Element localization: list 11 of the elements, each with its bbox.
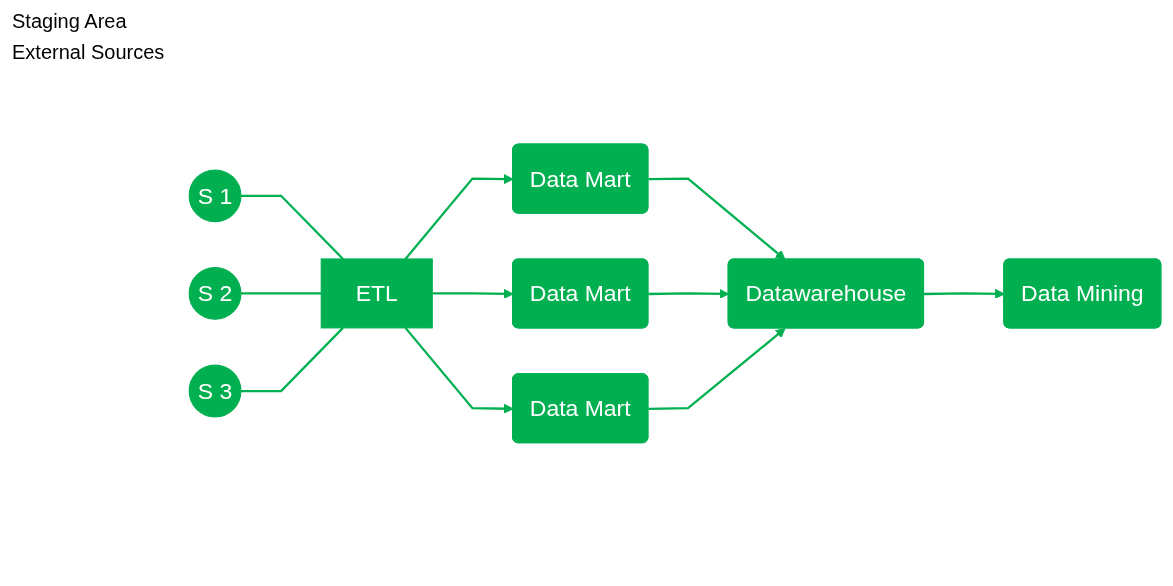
- arrow: [648, 327, 786, 410]
- caption-text: External Sources: [12, 41, 165, 64]
- caption-text: Staging Area: [12, 10, 128, 33]
- node-circle: S 3: [188, 364, 242, 418]
- connector: [240, 194, 344, 260]
- connector: [240, 326, 344, 392]
- node-circle: S 2: [188, 266, 242, 320]
- node-circle: S 1: [188, 168, 242, 222]
- node-box: ETL: [320, 258, 433, 328]
- connector: [240, 291, 322, 295]
- arrow: [648, 177, 786, 260]
